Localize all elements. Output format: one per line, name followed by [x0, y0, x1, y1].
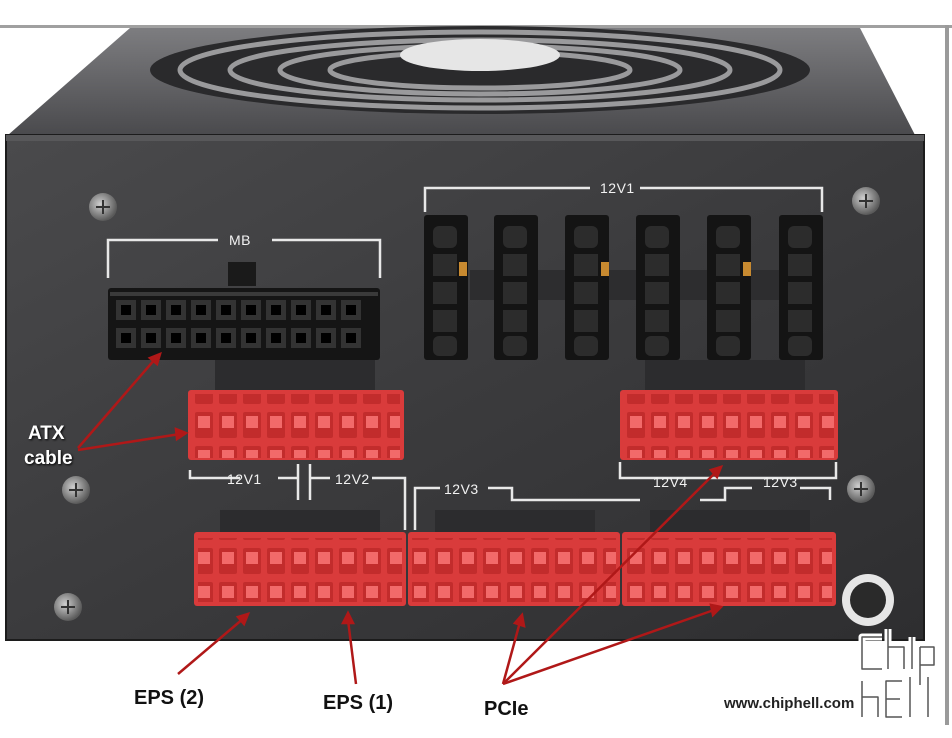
- 12v1-vertical-connectors: [424, 215, 823, 360]
- screw: [847, 475, 875, 503]
- screw: [852, 187, 880, 215]
- label-12v4: 12V4: [653, 474, 688, 490]
- watermark-url: www.chiphell.com: [724, 695, 855, 712]
- fan-grill: [150, 26, 810, 114]
- mb-24pin-connector: [108, 262, 380, 360]
- label-12v1-top: 12V1: [600, 180, 635, 196]
- callout-pcie: PCIe: [484, 698, 529, 720]
- silkscreen-brackets: [106, 186, 838, 530]
- label-mb: MB: [229, 232, 251, 248]
- callout-arrows: [77, 351, 724, 686]
- chiphell-logo-icon: [858, 629, 938, 721]
- callout-atx-line1: ATX: [28, 423, 65, 444]
- eps-red-connector-block: [194, 510, 836, 606]
- label-12v3-right: 12V3: [763, 474, 798, 490]
- label-12v3-left: 12V3: [444, 481, 479, 497]
- callout-atx-line2: cable: [24, 448, 73, 469]
- screw: [62, 476, 90, 504]
- callout-eps1: EPS (1): [323, 692, 394, 714]
- frame-line-right: [945, 25, 949, 725]
- callout-eps2: EPS (2): [134, 687, 205, 709]
- pcie-red-connector-upper: [620, 360, 838, 460]
- certification-sticker-icon: [842, 574, 894, 626]
- screw: [54, 593, 82, 621]
- atx-red-connector: [188, 360, 404, 460]
- label-12v2: 12V2: [335, 471, 370, 487]
- chiphell-logo: [856, 625, 938, 721]
- label-12v1: 12V1: [227, 471, 262, 487]
- panel-edge: [6, 135, 924, 141]
- screw: [89, 193, 117, 221]
